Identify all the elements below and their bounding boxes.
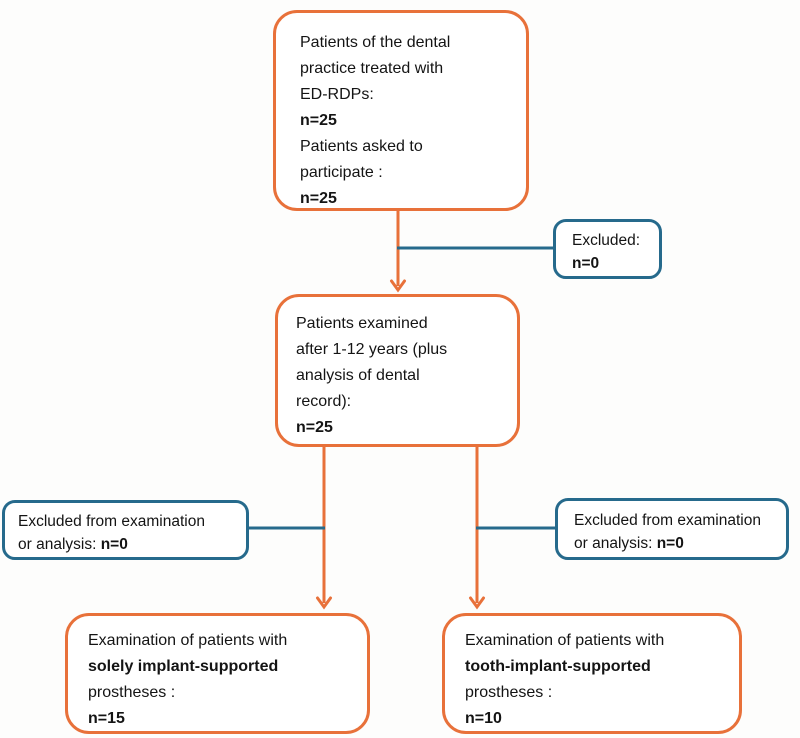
box-text-line: analysis of dental — [296, 367, 420, 384]
box-excluded-right: Excluded from examination or analysis: n… — [555, 498, 789, 560]
count-value: n=0 — [656, 535, 684, 552]
box-text-line: or analysis: n=0 — [18, 533, 240, 556]
count-value: n=10 — [465, 710, 502, 727]
box-text-line: Excluded: — [572, 232, 641, 249]
box-text-line: Examination of patients with — [465, 632, 665, 649]
box-text-line: prostheses : — [88, 684, 176, 701]
box-text-emphasis: tooth-implant-supported — [465, 658, 651, 675]
arrow-middle-to-bottom-right-head — [469, 596, 485, 610]
box-text-line: after 1-12 years (plus — [296, 341, 448, 358]
box-text-line: Patients asked to — [300, 138, 423, 155]
count-value: n=0 — [100, 536, 128, 553]
box-solely-implant-supported: Examination of patients with solely impl… — [65, 613, 370, 734]
count-value: n=25 — [300, 112, 337, 129]
box-text-line: prostheses : — [465, 684, 553, 701]
box-text-line: ED-RDPs: — [300, 86, 374, 103]
box-patients-treated: Patients of the dental practice treated … — [273, 10, 529, 211]
box-text-line: or analysis: n=0 — [574, 532, 780, 555]
box-text-line: Patients examined — [296, 315, 428, 332]
box-text-line: Excluded from examination — [574, 512, 761, 529]
arrow-top-to-middle-head — [390, 279, 406, 293]
arrow-middle-to-bottom-left-head — [316, 596, 332, 610]
box-text-line: Excluded from examination — [18, 513, 205, 530]
box-patients-examined: Patients examined after 1-12 years (plus… — [275, 294, 520, 447]
box-text-line: Patients of the dental — [300, 34, 451, 51]
count-value: n=25 — [296, 419, 333, 436]
box-text-part: or analysis: — [574, 535, 653, 552]
box-text-line: practice treated with — [300, 60, 444, 77]
count-value: n=0 — [572, 255, 600, 272]
box-text-line: record): — [296, 393, 352, 410]
box-text-line: participate : — [300, 164, 383, 181]
box-excluded-top: Excluded: n=0 — [553, 219, 662, 279]
count-value: n=25 — [300, 190, 337, 207]
box-text-line: Examination of patients with — [88, 632, 288, 649]
box-text-part: or analysis: — [18, 536, 97, 553]
box-excluded-left: Excluded from examination or analysis: n… — [2, 500, 249, 560]
box-tooth-implant-supported: Examination of patients with tooth-impla… — [442, 613, 742, 734]
count-value: n=15 — [88, 710, 125, 727]
box-text-emphasis: solely implant-supported — [88, 658, 279, 675]
